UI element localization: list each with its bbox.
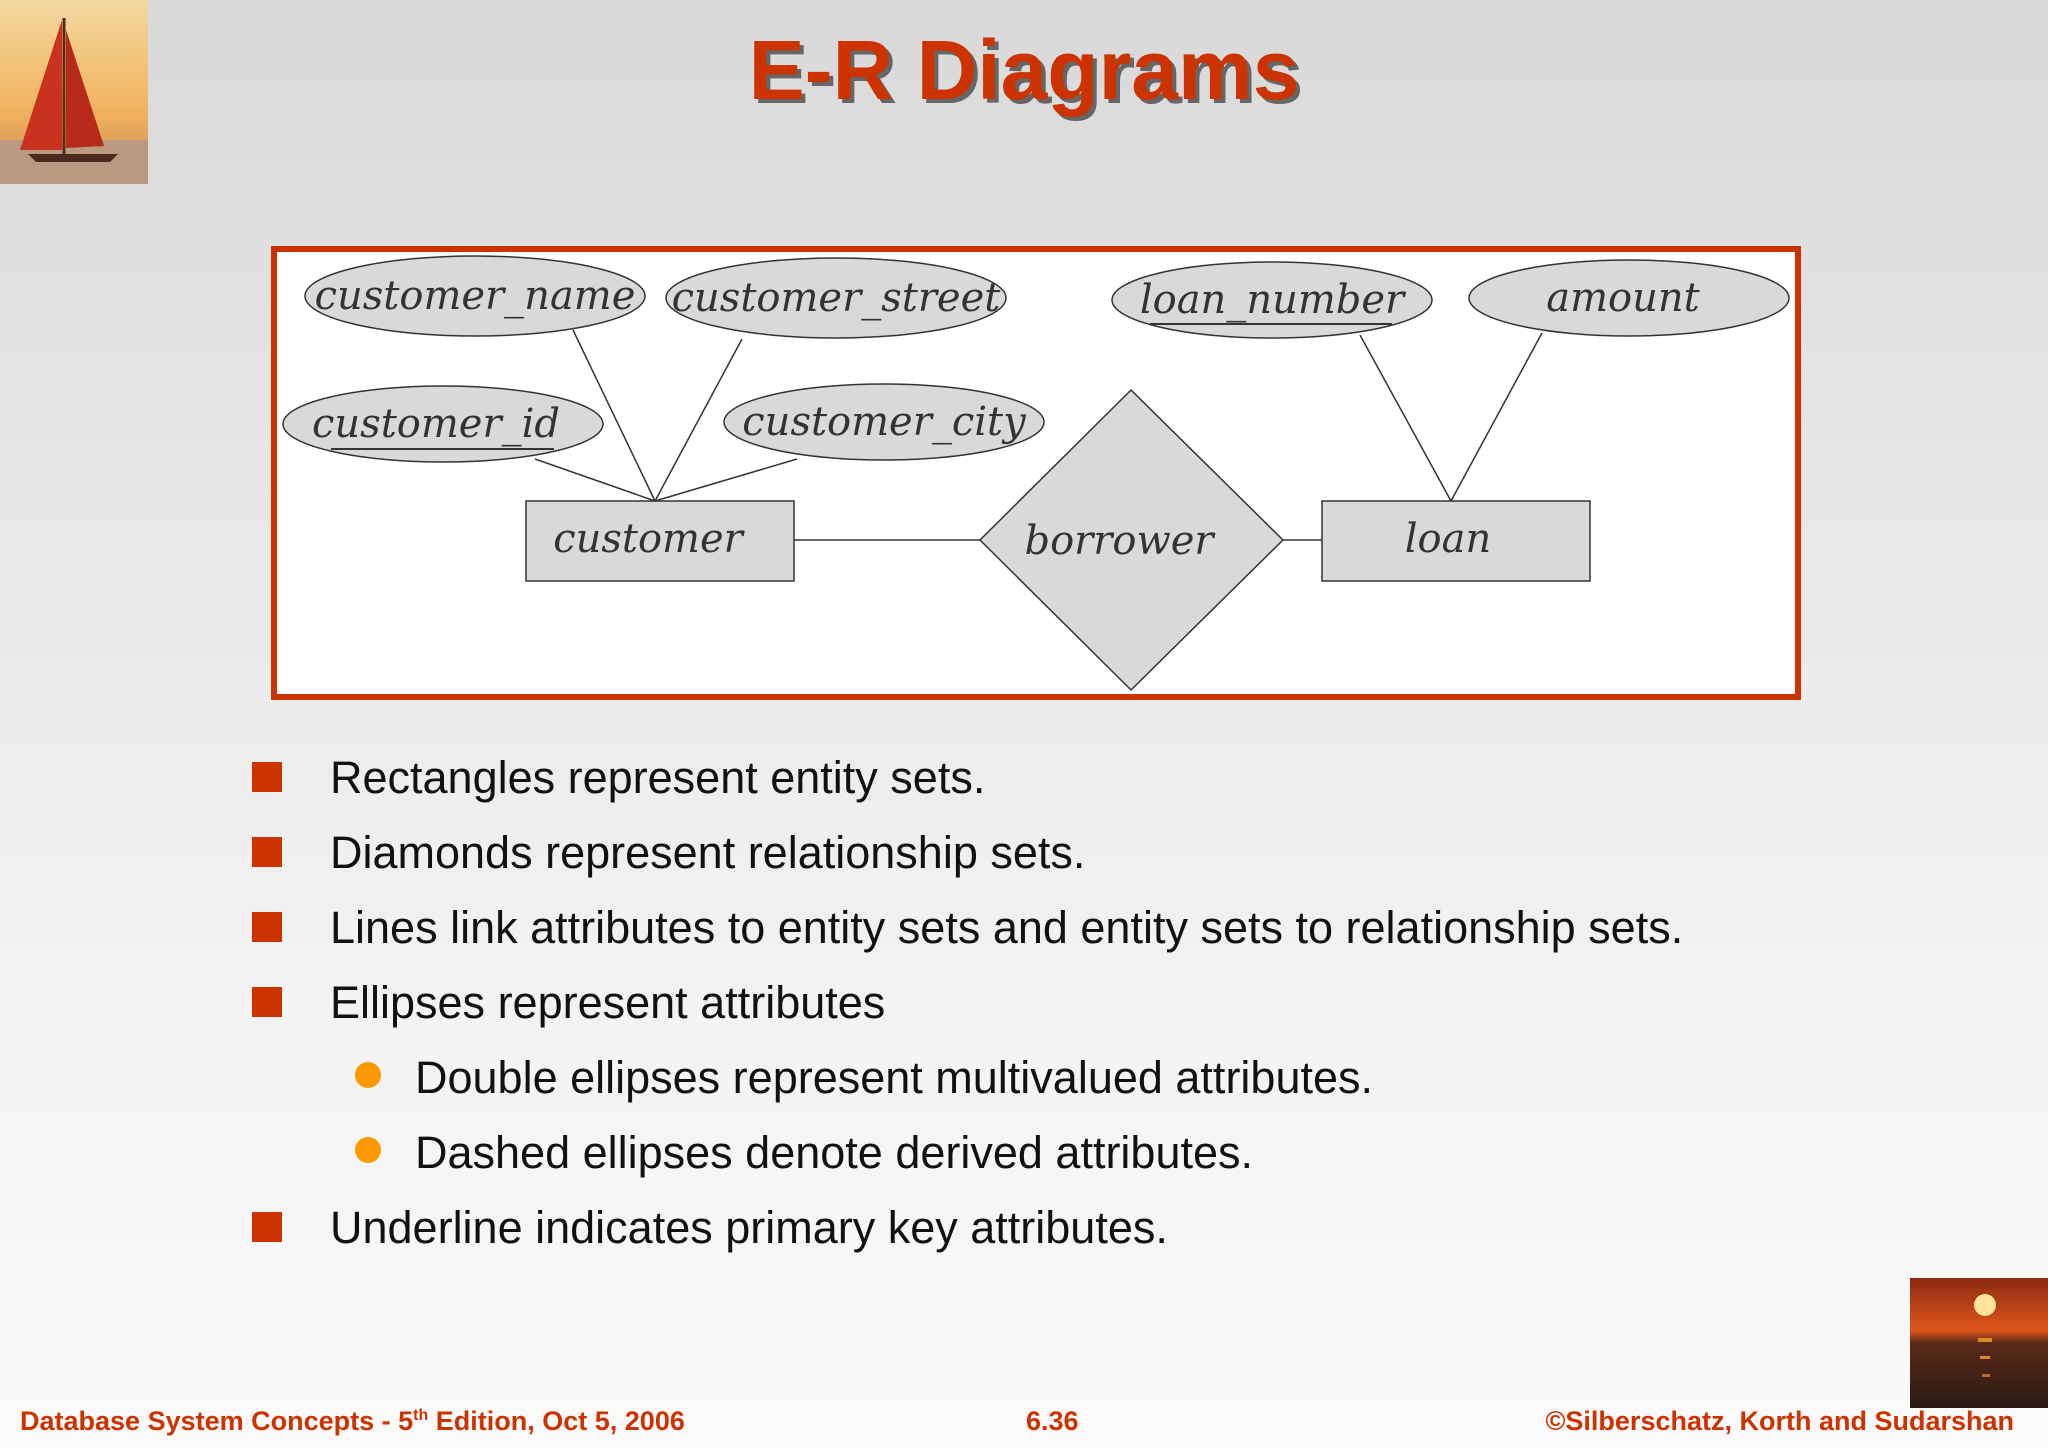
entity-loan-label: loan bbox=[1405, 516, 1491, 562]
bullet-item: Lines link attributes to entity sets and… bbox=[250, 890, 1900, 965]
sailboat-logo-image bbox=[0, 0, 148, 184]
square-bullet-icon bbox=[252, 762, 282, 792]
sub-bullet-item: Dashed ellipses denote derived attribute… bbox=[250, 1115, 1900, 1190]
footer-course-title: Database System Concepts - 5th Edition, … bbox=[20, 1406, 685, 1436]
square-bullet-icon bbox=[252, 987, 282, 1017]
entity-customer-label: customer bbox=[553, 516, 745, 562]
bullet-text: Underline indicates primary key attribut… bbox=[330, 1202, 1168, 1253]
relationship-borrower-label: borrower bbox=[1024, 518, 1216, 564]
attribute-customer-id-label: customer_id bbox=[312, 401, 560, 447]
footer-page-number: 6.36 bbox=[1026, 1406, 1079, 1436]
attribute-ellipse-amount bbox=[1468, 259, 1790, 337]
bullet-text: Diamonds represent relationship sets. bbox=[330, 827, 1086, 878]
square-bullet-icon bbox=[252, 1212, 282, 1242]
bullet-item: Diamonds represent relationship sets. bbox=[250, 815, 1900, 890]
relationship-diamond-borrower bbox=[978, 388, 1285, 692]
circle-bullet-icon bbox=[355, 1062, 381, 1088]
bullet-item: Rectangles represent entity sets. bbox=[250, 740, 1900, 815]
square-bullet-icon bbox=[252, 837, 282, 867]
bullet-text: Lines link attributes to entity sets and… bbox=[330, 902, 1684, 953]
slide-title: E-R Diagrams bbox=[748, 23, 1300, 117]
attribute-customer-city-label: customer_city bbox=[742, 399, 1027, 445]
attribute-amount-label: amount bbox=[1546, 275, 1700, 321]
bullet-text: Double ellipses represent multivalued at… bbox=[415, 1052, 1374, 1103]
bullet-item: Ellipses represent attributes bbox=[250, 965, 1900, 1040]
attribute-ellipse-loan-number bbox=[1111, 261, 1433, 339]
er-diagram: customer_name customer_street customer_i… bbox=[271, 246, 1801, 700]
attribute-ellipse-customer-street bbox=[665, 257, 1007, 339]
connector-lines bbox=[534, 329, 1543, 541]
attribute-customer-street-label: customer_street bbox=[672, 275, 1002, 321]
bullet-list: Rectangles represent entity sets. Diamon… bbox=[250, 740, 1900, 1265]
attribute-loan-number-label: loan_number bbox=[1140, 277, 1407, 323]
attribute-ellipse-customer-name bbox=[304, 255, 646, 337]
entity-rect-customer bbox=[525, 500, 795, 582]
attribute-customer-name-label: customer_name bbox=[315, 273, 636, 319]
entity-rect-loan bbox=[1321, 500, 1591, 582]
bullet-text: Ellipses represent attributes bbox=[330, 977, 886, 1028]
attribute-ellipse-customer-city bbox=[723, 383, 1045, 461]
bullet-item: Underline indicates primary key attribut… bbox=[250, 1190, 1900, 1265]
circle-bullet-icon bbox=[355, 1137, 381, 1163]
square-bullet-icon bbox=[252, 912, 282, 942]
bullet-text: Rectangles represent entity sets. bbox=[330, 752, 986, 803]
bullet-text: Dashed ellipses denote derived attribute… bbox=[415, 1127, 1254, 1178]
attribute-ellipse-customer-id bbox=[282, 385, 604, 463]
sunset-logo-image bbox=[1910, 1278, 2048, 1408]
sub-bullet-item: Double ellipses represent multivalued at… bbox=[250, 1040, 1900, 1115]
footer-copyright: ©Silberschatz, Korth and Sudarshan bbox=[1545, 1406, 2014, 1436]
